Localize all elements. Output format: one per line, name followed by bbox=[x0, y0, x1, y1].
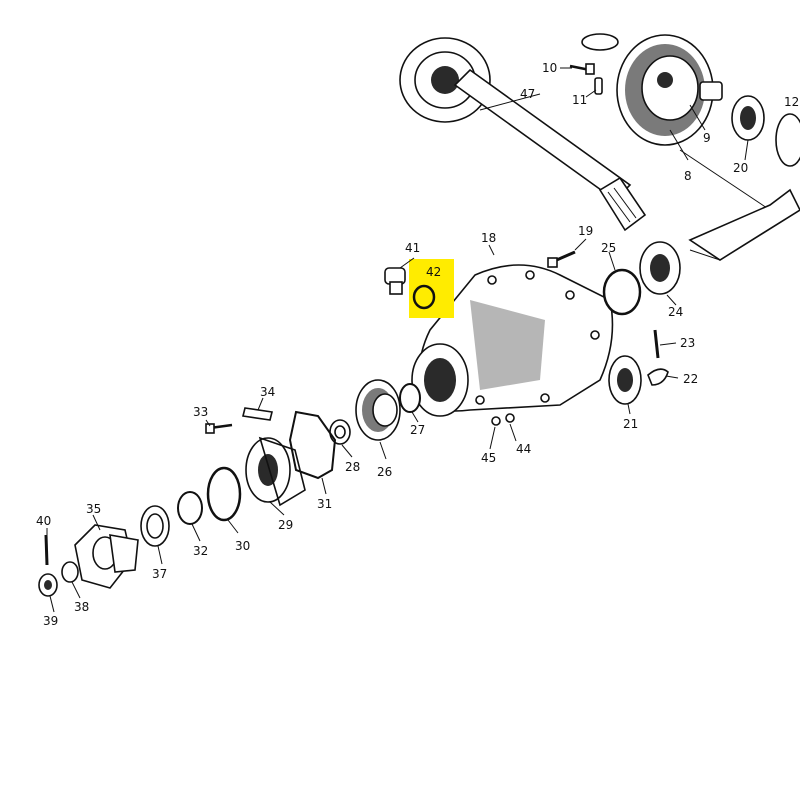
callout-22: 22 bbox=[683, 372, 698, 386]
part-11-lock-tab bbox=[594, 77, 603, 95]
callout-30: 30 bbox=[235, 539, 250, 553]
callout-26: 26 bbox=[377, 465, 392, 479]
part-37-seal bbox=[140, 505, 170, 547]
callout-41: 41 bbox=[405, 241, 420, 255]
part-18-carrier-housing bbox=[411, 264, 614, 417]
leader-lines bbox=[46, 67, 749, 613]
part-25-gasket bbox=[602, 268, 642, 316]
callout-18: 18 bbox=[481, 231, 496, 245]
part-35-flange bbox=[74, 524, 139, 589]
callout-20: 20 bbox=[733, 161, 748, 175]
part-30-seal bbox=[206, 466, 242, 522]
part-41-filler-plug bbox=[384, 267, 406, 295]
callout-19: 19 bbox=[578, 224, 593, 238]
callout-29: 29 bbox=[278, 518, 293, 532]
callout-40: 40 bbox=[36, 514, 51, 528]
part-44-nut bbox=[505, 413, 515, 423]
part-23-pin bbox=[653, 329, 660, 359]
part-40-pin bbox=[44, 534, 49, 566]
callout-47: 47 bbox=[520, 87, 535, 101]
callout-24: 24 bbox=[668, 305, 683, 319]
part-34-lock-plate bbox=[242, 407, 273, 421]
callout-39: 39 bbox=[43, 614, 58, 628]
part-31-gasket bbox=[288, 410, 337, 480]
part-47-axle-shaft bbox=[399, 37, 647, 232]
callout-8: 8 bbox=[684, 169, 692, 183]
part-32-ring bbox=[177, 491, 203, 525]
part-29-pinion-housing bbox=[245, 436, 306, 507]
callout-25: 25 bbox=[601, 241, 616, 255]
callout-10: 10 bbox=[542, 61, 557, 75]
callout-labels: 47 10 11 9 8 20 12 18 19 25 24 23 22 21 … bbox=[36, 61, 799, 628]
part-12-pinion bbox=[679, 113, 800, 261]
part-19-stud bbox=[547, 250, 576, 268]
part-45-washer bbox=[491, 416, 501, 426]
part-22-clip bbox=[647, 368, 669, 386]
callout-33: 33 bbox=[193, 405, 208, 419]
part-27-ring bbox=[399, 383, 421, 413]
callout-34: 34 bbox=[260, 385, 275, 399]
part-8-crown-wheel bbox=[581, 33, 723, 146]
callout-44: 44 bbox=[516, 442, 531, 456]
part-42-washer bbox=[409, 259, 454, 318]
part-20-bearing bbox=[731, 95, 765, 141]
part-24-bearing bbox=[639, 241, 681, 295]
callout-31: 31 bbox=[317, 497, 332, 511]
callout-38: 38 bbox=[74, 600, 89, 614]
callout-45: 45 bbox=[481, 451, 496, 465]
callout-42: 42 bbox=[426, 265, 441, 279]
part-26-bearing bbox=[355, 379, 401, 441]
part-28-washer bbox=[329, 419, 351, 445]
part-38-washer bbox=[61, 561, 79, 583]
callout-35: 35 bbox=[86, 502, 101, 516]
callout-28: 28 bbox=[345, 460, 360, 474]
part-21-gear bbox=[608, 355, 642, 405]
callout-11: 11 bbox=[572, 93, 587, 107]
callout-21: 21 bbox=[623, 417, 638, 431]
part-39-nut bbox=[38, 573, 58, 597]
part-33-bolt bbox=[205, 423, 233, 434]
callout-12: 12 bbox=[784, 95, 799, 109]
callout-9: 9 bbox=[703, 131, 711, 145]
callout-32: 32 bbox=[193, 544, 208, 558]
callout-27: 27 bbox=[410, 423, 425, 437]
part-10-bolt bbox=[569, 63, 595, 75]
callout-37: 37 bbox=[152, 567, 167, 581]
callout-23: 23 bbox=[680, 336, 695, 350]
